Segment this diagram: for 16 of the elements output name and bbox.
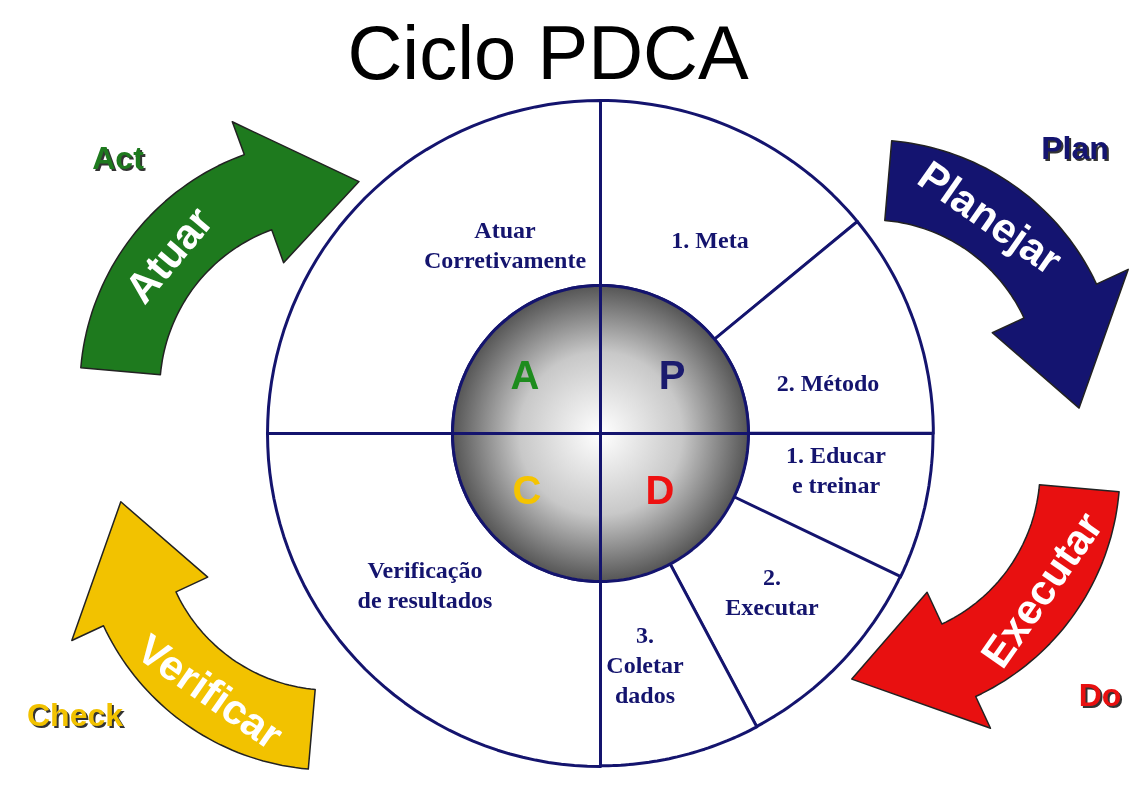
sector-text: 3. Coletar dados xyxy=(605,621,685,710)
side-label: Plan xyxy=(1041,129,1109,166)
sector-text: 2. Método xyxy=(776,369,880,398)
sector-text: 1. Educar e treinar xyxy=(784,441,887,500)
sector-text: Verificação de resultados xyxy=(356,556,494,615)
sector-text: Atuar Corretivamente xyxy=(422,216,588,275)
quadrant-letter: P xyxy=(658,352,686,398)
title: Ciclo PDCA xyxy=(347,8,749,96)
side-label: Do xyxy=(1078,676,1122,714)
sector-text: 2. Executar xyxy=(724,563,820,622)
side-label: Act xyxy=(92,139,144,177)
side-label: Check xyxy=(27,696,123,734)
quadrant-letter: C xyxy=(512,467,542,513)
quadrant-letter: A xyxy=(510,352,540,398)
sector-text: 1. Meta xyxy=(671,226,749,255)
quadrant-letter: D xyxy=(645,467,675,513)
